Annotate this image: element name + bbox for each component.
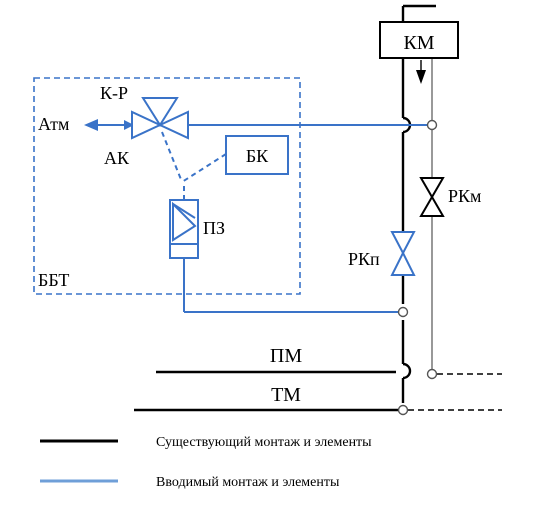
pm-label: ПМ: [270, 345, 302, 367]
km-box: [379, 21, 459, 59]
rkm-valve-icon: [419, 177, 445, 217]
kr-label: К-Р: [100, 83, 128, 103]
junction-node-tm: [397, 404, 409, 416]
junction-node-top: [426, 119, 438, 131]
atm-label: Атм: [38, 114, 69, 134]
junction-node-pm: [426, 368, 438, 380]
mechanical-links-dashed: [161, 131, 227, 183]
pz-label: ПЗ: [203, 218, 225, 238]
ak-label: АК: [104, 148, 130, 168]
bbt-dashed-boundary: [33, 77, 301, 295]
legend-existing-label: Существующий монтаж и элементы: [156, 435, 372, 450]
atm-arrow-icon: [84, 119, 98, 131]
bk-label: БК: [246, 146, 269, 166]
ak-valve-icon: [131, 97, 189, 140]
new-lines: [92, 120, 428, 313]
pz-solenoid-icon: [169, 199, 199, 259]
junction-node-pz: [397, 306, 409, 318]
km-label: КМ: [403, 32, 434, 54]
existing-lines: [134, 4, 436, 412]
bk-box: [225, 135, 289, 175]
rkm-label: РКм: [448, 186, 481, 206]
bbt-label: ББТ: [38, 270, 69, 290]
flow-direction-arrow-icon: [416, 70, 426, 84]
rkp-valve-icon: [390, 231, 416, 276]
tm-label: ТМ: [271, 384, 301, 406]
rkp-label: РКп: [348, 249, 380, 269]
legend-new-label: Вводимый монтаж и элементы: [156, 475, 340, 490]
